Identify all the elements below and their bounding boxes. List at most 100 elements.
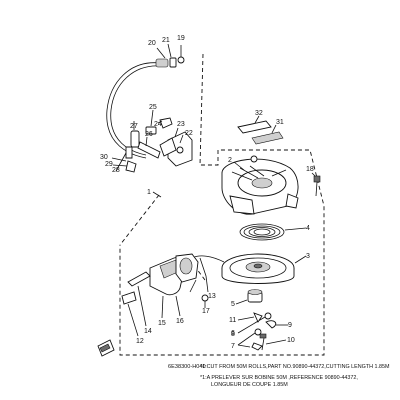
callout-7: 7 xyxy=(231,343,235,350)
callout-18: 18 xyxy=(306,166,314,173)
leader-31 xyxy=(271,124,277,134)
document-code: 6E38300-H040 xyxy=(168,364,206,370)
callout-26: 26 xyxy=(145,131,153,138)
leader-21 xyxy=(167,43,172,58)
leader-16 xyxy=(175,295,181,317)
leader-5 xyxy=(235,299,248,305)
callout-2: 2 xyxy=(228,157,232,164)
callout-11: 11 xyxy=(229,317,236,324)
leader-14 xyxy=(137,285,147,327)
leader-3 xyxy=(294,255,307,264)
callout-4: 4 xyxy=(306,225,310,232)
bolt-10-head xyxy=(259,333,267,339)
spacer-25 xyxy=(145,126,157,135)
decal-32 xyxy=(237,120,272,134)
callout-20: 20 xyxy=(148,40,156,47)
leader-1-dashed xyxy=(119,194,160,246)
leader-11 xyxy=(237,316,255,321)
callout-19: 19 xyxy=(177,35,185,42)
callout-10: 10 xyxy=(287,337,295,344)
leader-28 xyxy=(115,152,127,172)
callout-29: 29 xyxy=(105,161,113,168)
note-line-french: *1:A PRELEVER SUR BOBINE 50M ,REFERENCE … xyxy=(200,375,358,381)
callout-5: 5 xyxy=(231,301,235,308)
leader-30 xyxy=(111,157,127,162)
leader-6 xyxy=(237,316,266,334)
leader-12 xyxy=(127,303,139,337)
callout-6: 6 xyxy=(231,330,235,337)
washer-8 xyxy=(254,328,262,336)
leader-29 xyxy=(112,164,128,167)
lever-23 xyxy=(159,137,177,157)
handle-grip-15 xyxy=(175,253,199,283)
cable-end-20 xyxy=(155,58,169,68)
manual-page-icon xyxy=(97,339,115,357)
clip-28 xyxy=(125,146,133,159)
bolt-18-shank xyxy=(315,181,318,197)
plunger-27 xyxy=(130,130,140,148)
leader-10 xyxy=(265,339,287,345)
housing-mount-right xyxy=(285,193,299,209)
callout-13: 13 xyxy=(208,293,216,300)
pawl-11 xyxy=(253,312,263,323)
leader-8 xyxy=(237,332,256,346)
leader-4 xyxy=(284,227,307,231)
leader-24 xyxy=(157,120,163,124)
callout-21: 21 xyxy=(162,37,170,44)
callout-32: 32 xyxy=(255,110,263,117)
leader-32 xyxy=(254,115,260,124)
drive-pawl-5 xyxy=(247,289,263,303)
leader-7 xyxy=(237,344,251,348)
callout-12: 12 xyxy=(136,338,144,345)
bolt-18-head xyxy=(313,175,321,183)
leader-25 xyxy=(150,109,154,127)
rope-anchor-12 xyxy=(121,291,137,305)
bolt-10 xyxy=(261,337,265,351)
callout-28: 28 xyxy=(112,167,120,174)
leader-15 xyxy=(161,295,164,319)
leader-1 xyxy=(152,191,162,198)
callout-16: 16 xyxy=(176,318,184,325)
clip-29 xyxy=(125,160,137,173)
leader-22 xyxy=(179,134,184,144)
callout-9: 9 xyxy=(288,322,292,329)
leader-20 xyxy=(156,47,166,59)
leader-18 xyxy=(311,172,316,177)
callout-15: 15 xyxy=(158,320,166,327)
sheave-drum-3 xyxy=(221,253,295,284)
note-line-english: *1:CUT FROM 50M ROLLS,PART NO.90890-4437… xyxy=(200,364,390,370)
callout-3: 3 xyxy=(306,253,310,260)
callout-31: 31 xyxy=(276,119,284,126)
housing-ribs xyxy=(231,165,287,181)
pin-7 xyxy=(251,342,263,351)
callout-25: 25 xyxy=(149,104,157,111)
housing-center xyxy=(251,177,273,189)
callout-8: 8 xyxy=(231,331,235,338)
spring-9 xyxy=(265,320,277,329)
note-line-french-continued: LONGUEUR DE COUPE 1.85M xyxy=(211,382,288,388)
leader-2 xyxy=(233,161,245,171)
callout-1: 1 xyxy=(147,189,151,196)
washer-6 xyxy=(264,312,272,320)
leader-23 xyxy=(174,127,179,138)
callout-22: 22 xyxy=(185,130,193,137)
cable-joint-21 xyxy=(169,57,177,68)
housing-mount-foot xyxy=(229,195,255,215)
leader-26 xyxy=(145,136,148,147)
housing-screw xyxy=(250,155,258,163)
bracket-hole xyxy=(176,146,184,154)
leader-13 xyxy=(199,257,209,293)
callout-24: 24 xyxy=(154,121,162,128)
callout-23: 23 xyxy=(177,121,185,128)
plate-14 xyxy=(127,271,151,287)
spiral-spring-4 xyxy=(239,223,285,241)
leader-15-connector xyxy=(189,279,197,293)
clip-19 xyxy=(177,56,185,64)
callout-17: 17 xyxy=(202,308,210,315)
callout-30: 30 xyxy=(100,154,108,161)
pin-24 xyxy=(159,117,173,129)
callout-14: 14 xyxy=(144,328,152,335)
link-26 xyxy=(137,141,161,159)
